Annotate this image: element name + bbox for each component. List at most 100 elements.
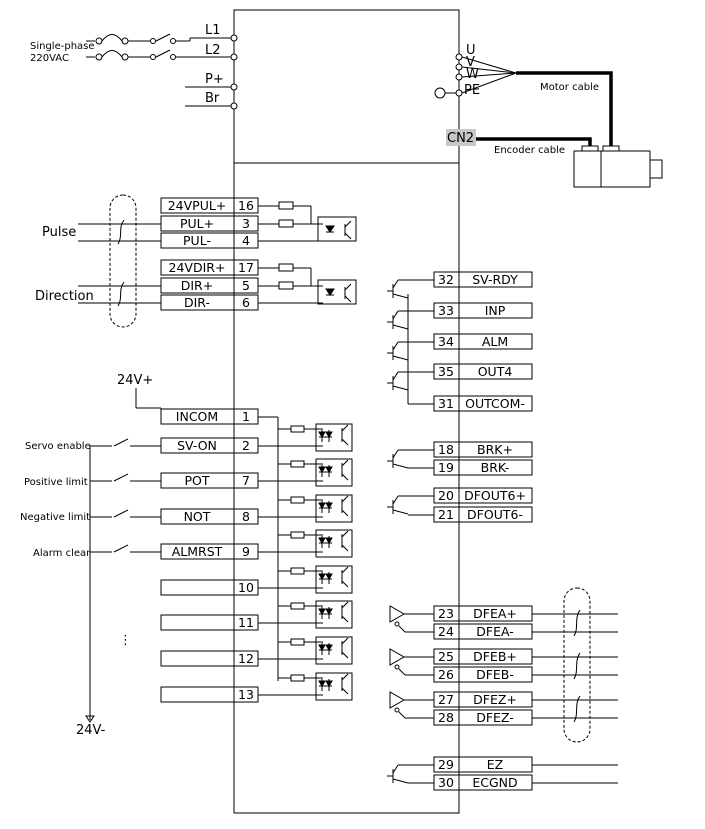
pin-name: 24VDIR+ — [169, 260, 226, 275]
pin-name-box — [458, 648, 533, 665]
v24-minus-label: 24V- — [76, 723, 106, 738]
pin-number: 10 — [238, 580, 254, 595]
pin-number: 8 — [242, 509, 250, 524]
digital-input-wiring — [85, 388, 279, 723]
cn2-label: CN2 — [447, 131, 474, 146]
motor-cable-label: Motor cable — [540, 82, 599, 93]
supply-label-line2: 220VAC — [30, 53, 69, 64]
output-transistor — [387, 279, 409, 299]
left-pin-boxes: 24VPUL+16PUL+3PUL-424VDIR+17DIR+5DIR-6IN… — [160, 197, 259, 703]
cn2-connector — [446, 129, 476, 146]
pin-name: INP — [485, 303, 506, 318]
pin-number-box — [233, 472, 259, 489]
pin-number: 9 — [242, 544, 250, 559]
pulse-direction-wiring — [78, 194, 357, 328]
left-pin-3: PUL+3 — [160, 215, 259, 232]
left-pin-6: DIR-6 — [160, 294, 259, 311]
pin-number: 30 — [438, 775, 454, 790]
pin-name-box — [458, 756, 533, 773]
output-transistor — [387, 371, 409, 391]
input-optocoupler — [258, 565, 353, 594]
pin-number: 12 — [238, 651, 254, 666]
input-optocoupler — [258, 494, 353, 523]
right-pin-24: 24 DFEA- — [433, 623, 533, 640]
pin-number-box — [233, 686, 259, 703]
pin-number-box — [233, 579, 259, 596]
left-pin-13: 13 — [160, 686, 259, 703]
optocoupler-direction — [325, 283, 352, 303]
pin-number: 25 — [438, 649, 454, 664]
pin-number: 28 — [438, 710, 454, 725]
pin-name: POT — [184, 473, 209, 488]
input-optocoupler — [258, 600, 353, 629]
pin-number: 24 — [438, 624, 454, 639]
terminal-w-label: W — [466, 67, 479, 82]
pin-name-box — [458, 333, 533, 350]
right-pin-25: 25 DFEB+ — [433, 648, 533, 665]
right-pin-18: 18 BRK+ — [433, 441, 533, 458]
pin-name: SV-RDY — [472, 272, 518, 287]
alarm-clear-label: Alarm clear — [33, 548, 91, 559]
differential-output-wiring — [389, 587, 618, 784]
pin-name: DIR+ — [181, 278, 213, 293]
output-transistor — [387, 341, 409, 361]
pin-name: BRK+ — [477, 442, 513, 457]
pin-number: 1 — [242, 409, 250, 424]
pin-name: PUL+ — [180, 216, 214, 231]
pin-number: 31 — [438, 396, 454, 411]
left-pin-11: 11 — [160, 614, 259, 631]
servo-motor — [573, 145, 663, 188]
pin-number: 27 — [438, 692, 454, 707]
output-transistor — [387, 449, 409, 469]
pin-name-box — [458, 666, 533, 683]
input-optocoupler — [258, 423, 353, 452]
terminal-pe-label: PE — [464, 83, 480, 98]
right-pin-30: 30 ECGND — [433, 774, 533, 791]
input-optocoupler — [258, 458, 353, 487]
pin-number: 11 — [238, 615, 254, 630]
left-pin-10: 10 — [160, 579, 259, 596]
pin-name-box — [458, 709, 533, 726]
pin-number: 17 — [238, 260, 254, 275]
pin-name: BRK- — [481, 460, 510, 475]
pin-number-box — [233, 614, 259, 631]
pin-name-box — [458, 605, 533, 622]
pin-number-box — [233, 543, 259, 560]
pin-number: 32 — [438, 272, 454, 287]
output-transistor — [387, 495, 409, 515]
pin-name: 24VPUL+ — [168, 198, 227, 213]
pin-name: DFEA- — [476, 624, 514, 639]
pin-name-box — [458, 774, 533, 791]
pin-name-box — [458, 691, 533, 708]
pin-number-box — [233, 215, 259, 232]
pin-number: 18 — [438, 442, 454, 457]
pin-name-box — [458, 363, 533, 380]
power-input-wiring — [86, 33, 238, 110]
optocoupler-pulse — [325, 220, 352, 240]
pin-name: DFEB+ — [473, 649, 517, 664]
input-optocouplers — [258, 423, 353, 701]
output-transistor-wiring — [398, 279, 434, 784]
pin-number: 16 — [238, 198, 254, 213]
pin-name: DFEZ+ — [473, 692, 517, 707]
pin-number-box — [233, 277, 259, 294]
pin-name: ECGND — [472, 775, 517, 790]
pin-number: 2 — [242, 438, 250, 453]
pin-name: DFEA+ — [473, 606, 517, 621]
right-pin-27: 27 DFEZ+ — [433, 691, 533, 708]
pin-name-box — [458, 441, 533, 458]
